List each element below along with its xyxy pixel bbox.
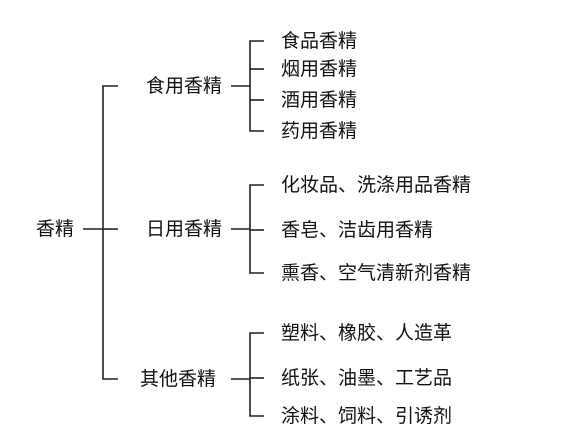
leaf-food-1: 食品香精 [281, 30, 358, 52]
leaf-other-1: 塑料、橡胶、人造革 [281, 322, 453, 344]
leaf-food-3: 酒用香精 [281, 89, 358, 111]
leaf-other-2: 纸张、油墨、工艺品 [281, 367, 453, 389]
category-1-bracket [249, 40, 264, 132]
leaf-food-4: 药用香精 [281, 120, 358, 142]
leaf-daily-2: 香皂、洁齿用香精 [281, 219, 434, 241]
leaf-food-2: 烟用香精 [281, 58, 358, 80]
leaf-daily-1: 化妆品、洗涤用品香精 [281, 174, 472, 196]
category-label-other: 其他香精 [140, 368, 217, 390]
category-2-bracket [249, 184, 264, 274]
root-bracket [102, 85, 118, 380]
category-label-daily: 日用香精 [146, 218, 223, 240]
category-3-bracket [249, 332, 264, 417]
leaf-daily-3: 熏香、空气清新剂香精 [281, 262, 472, 284]
category-label-food: 食用香精 [146, 75, 223, 97]
leaf-other-3: 涂料、饲料、引诱剂 [281, 405, 453, 427]
root-label: 香精 [36, 218, 75, 240]
